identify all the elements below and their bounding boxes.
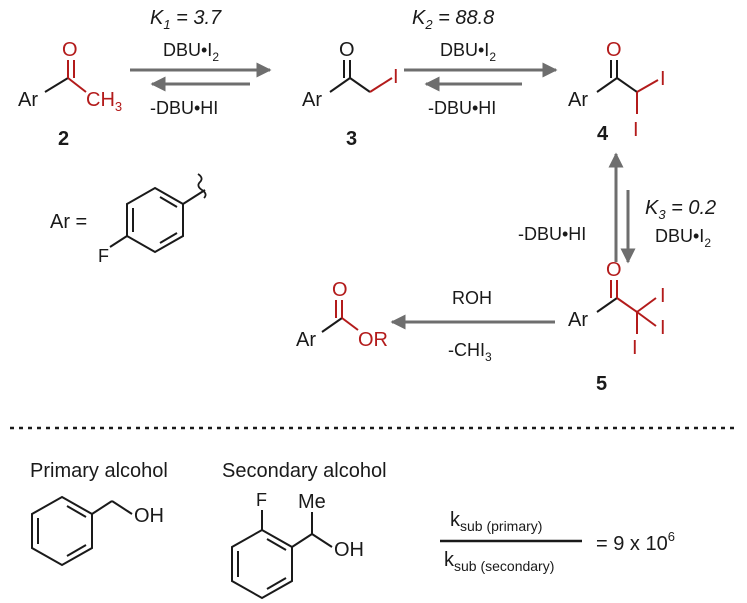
benzyl-alcohol-structure [31, 495, 133, 567]
eq1-reagent: DBU•I2 [163, 40, 219, 64]
c4-iodine-2: I [633, 119, 639, 141]
compound-5 [596, 280, 657, 334]
ar-definition-label: Ar = [50, 211, 87, 233]
ester-ar: Ar [296, 329, 316, 351]
ester-oxygen: O [332, 279, 348, 301]
secondary-methyl: Me [298, 491, 326, 513]
ester-or: OR [358, 329, 388, 351]
secondary-fluorine: F [256, 490, 267, 510]
secondary-alcohol-structure [231, 510, 333, 600]
aryl-fluorine: F [98, 246, 109, 266]
eq1-constant: K1 = 3.7 [150, 7, 222, 32]
c2-ar: Ar [18, 89, 38, 111]
compound-2-number: 2 [58, 128, 69, 150]
eq2-constant: K2 = 88.8 [412, 7, 494, 32]
ratio-numerator: ksub (primary) [450, 509, 542, 534]
c2-methyl: CH3 [86, 89, 122, 114]
c4-iodine-1: I [660, 68, 666, 90]
eq3-reagent: DBU•I2 [655, 226, 711, 250]
compound-4 [596, 60, 659, 114]
eq3-reverse-reagent: -DBU•HI [518, 224, 586, 244]
c5-iodine-2: I [660, 317, 666, 339]
c4-oxygen: O [606, 39, 622, 61]
compound-5-number: 5 [596, 373, 607, 395]
secondary-oh: OH [334, 539, 364, 561]
compound-3-number: 3 [346, 128, 357, 150]
c5-iodine-3: I [632, 337, 638, 359]
eq1-reverse-reagent: -DBU•HI [150, 98, 218, 118]
cleavage-reagent: ROH [452, 288, 492, 308]
ratio-denominator: ksub (secondary) [444, 549, 554, 574]
aryl-group-structure [109, 173, 207, 254]
c3-oxygen: O [339, 39, 355, 61]
c3-iodine: I [393, 66, 399, 88]
c5-iodine-1: I [660, 285, 666, 307]
c2-oxygen: O [62, 39, 78, 61]
ester-product [321, 300, 359, 333]
c4-ar: Ar [568, 89, 588, 111]
compound-4-number: 4 [597, 123, 609, 145]
primary-oh: OH [134, 505, 164, 527]
c5-oxygen: O [606, 259, 622, 281]
primary-alcohol-title: Primary alcohol [30, 460, 168, 482]
eq2-reverse-reagent: -DBU•HI [428, 98, 496, 118]
c3-ar: Ar [302, 89, 322, 111]
compound-3 [329, 60, 393, 93]
eq3-constant: K3 = 0.2 [645, 197, 716, 222]
cleavage-byproduct: -CHI3 [448, 340, 492, 364]
compound-2 [44, 60, 87, 93]
eq2-reagent: DBU•I2 [440, 40, 496, 64]
secondary-alcohol-title: Secondary alcohol [222, 460, 387, 482]
c5-ar: Ar [568, 309, 588, 331]
ratio-result: = 9 x 106 [596, 529, 675, 555]
